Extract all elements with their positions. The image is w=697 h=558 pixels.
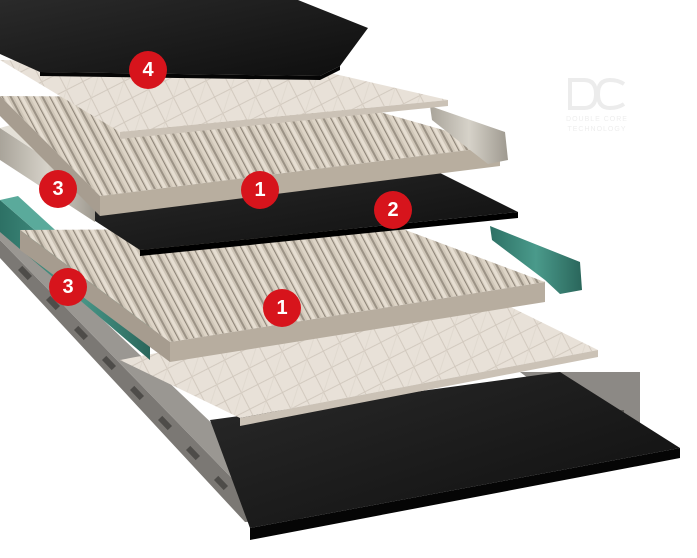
upper-edge-strip-right xyxy=(430,106,508,164)
marker-4: 4 xyxy=(129,51,167,89)
lower-steel-cord-core xyxy=(20,228,545,362)
marker-1-upper: 1 xyxy=(241,171,279,209)
lower-edge-strip-right xyxy=(490,226,582,294)
lower-fabric-ply xyxy=(120,292,598,426)
marker-1-lower-label: 1 xyxy=(276,297,287,319)
logo-text-line1: DOUBLE CORE xyxy=(566,116,628,123)
marker-3-lower: 3 xyxy=(49,268,87,306)
top-rubber-cover xyxy=(0,0,368,80)
marker-1-lower: 1 xyxy=(263,289,301,327)
marker-3-lower-label: 3 xyxy=(62,276,73,298)
marker-4-label: 4 xyxy=(142,59,154,81)
marker-2-label: 2 xyxy=(387,199,398,221)
marker-2: 2 xyxy=(374,191,412,229)
upper-fabric-ply xyxy=(0,60,448,139)
marker-1-upper-label: 1 xyxy=(254,179,265,201)
marker-3-upper: 3 xyxy=(39,170,77,208)
rubber-breaker-layer xyxy=(72,168,518,256)
bottom-rubber-cover xyxy=(210,372,680,540)
dc-logo-icon xyxy=(568,77,626,111)
marker-3-upper-label: 3 xyxy=(52,178,63,200)
logo-text-line2: TECHNOLOGY xyxy=(567,126,627,133)
double-core-logo: DOUBLE CORE TECHNOLOGY xyxy=(556,76,638,138)
